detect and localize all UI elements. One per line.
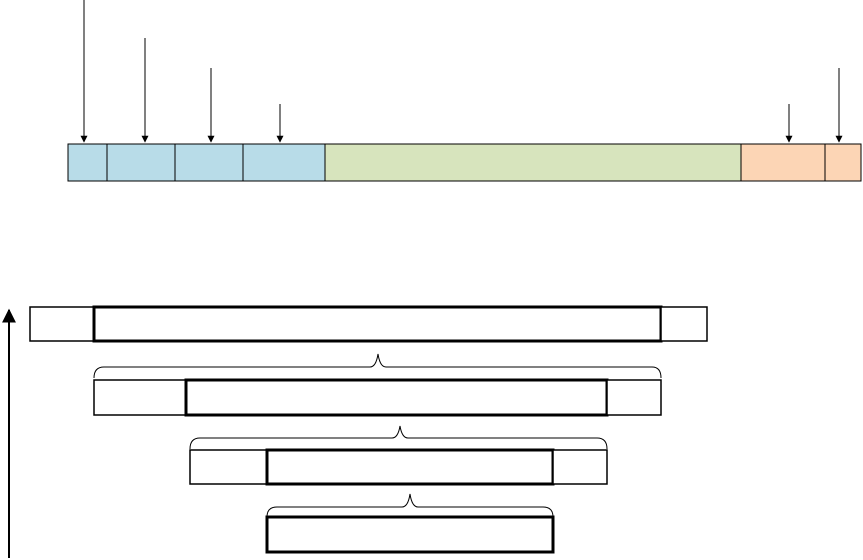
trailer-segment-2 <box>824 143 862 182</box>
encapsulation-level-1 <box>29 305 708 343</box>
level-3-inner-box <box>265 448 555 486</box>
header-segment-4 <box>242 143 326 182</box>
trailer-segment-1 <box>740 143 826 182</box>
level-3-left-box <box>189 449 268 485</box>
level-3-right-box <box>552 449 608 485</box>
encapsulation-level-2 <box>93 378 662 417</box>
level-1-inner-box <box>92 305 663 343</box>
header-segment-2 <box>106 143 176 182</box>
level-4-box <box>265 515 555 554</box>
pointer-arrows <box>80 0 843 143</box>
level-2-inner-box <box>184 378 609 417</box>
level-1-left-box <box>29 306 95 342</box>
level-2-left-box <box>93 379 187 416</box>
encapsulation-level-3 <box>189 448 608 486</box>
level-2-right-box <box>606 379 662 416</box>
level-1-right-box <box>660 306 708 342</box>
brace-2 <box>189 425 608 450</box>
header-segment-1 <box>67 143 108 182</box>
brace-3 <box>266 493 554 518</box>
payload-segment <box>324 143 742 182</box>
header-segment-3 <box>174 143 244 182</box>
brace-1 <box>93 353 662 379</box>
frame-bar <box>67 143 862 182</box>
